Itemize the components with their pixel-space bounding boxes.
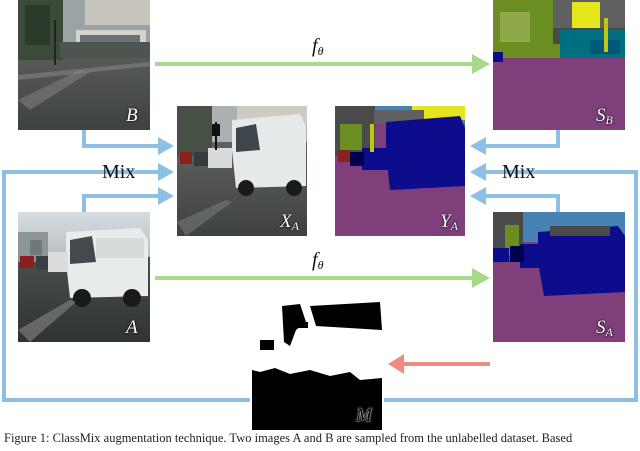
segmentation-sb [493,0,625,130]
arrow-green-top-head [472,54,490,74]
image-a [18,212,150,342]
image-xa [177,106,307,236]
function-bottom-label: fθ [312,249,324,272]
mix-left-label: Mix [102,161,136,183]
image-b [18,0,150,130]
function-top-label: fθ [312,35,324,58]
mask-m [252,300,382,430]
arrow-green-bottom-head [472,268,490,288]
segmentation-ya [335,106,465,236]
mix-right-label: Mix [502,161,536,183]
segmentation-sa [493,212,625,342]
figure-caption: Figure 1: ClassMix augmentation techniqu… [4,431,573,445]
arrow-red-head [388,354,404,374]
